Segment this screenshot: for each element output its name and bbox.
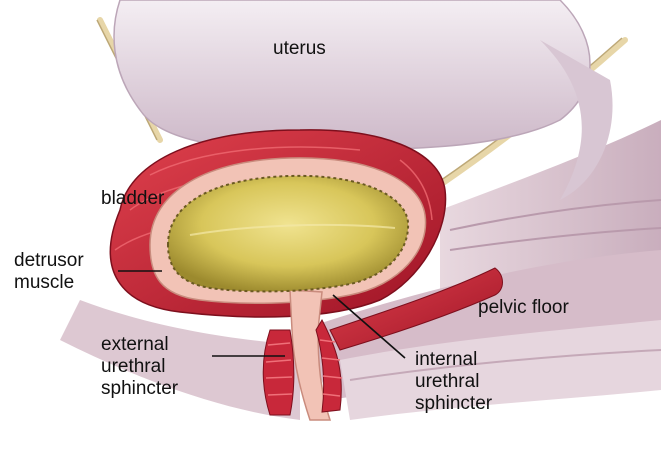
label-internal-line-3: sphincter <box>415 393 492 415</box>
label-pelvic-floor: pelvic floor <box>478 297 569 319</box>
label-external-line-2: urethral <box>101 356 178 378</box>
label-internal-line-2: urethral <box>415 371 492 393</box>
label-detrusor-line-1: detrusor <box>14 250 84 272</box>
label-external-line-1: external <box>101 334 178 356</box>
label-external-urethral-sphincter: external urethral sphincter <box>101 334 178 400</box>
label-internal-urethral-sphincter: internal urethral sphincter <box>415 349 492 415</box>
label-external-line-3: sphincter <box>101 378 178 400</box>
bladder-lumen <box>168 176 408 292</box>
label-detrusor-line-2: muscle <box>14 272 84 294</box>
label-detrusor-muscle: detrusor muscle <box>14 250 84 294</box>
label-internal-line-1: internal <box>415 349 492 371</box>
label-uterus: uterus <box>273 38 326 60</box>
label-bladder: bladder <box>101 188 164 210</box>
